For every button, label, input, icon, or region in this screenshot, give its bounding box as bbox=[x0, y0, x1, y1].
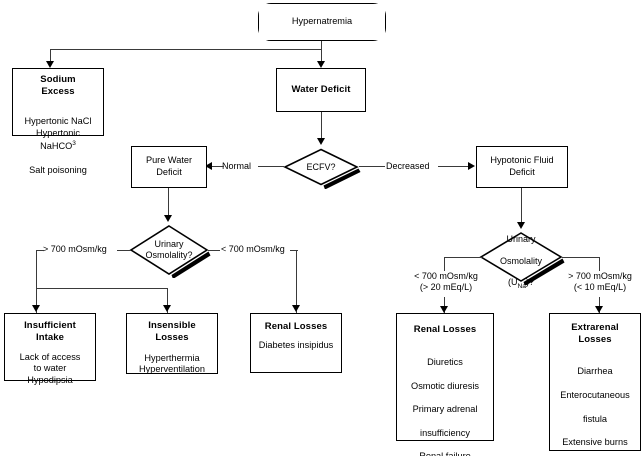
connector-uosm-left-gt700-drop2 bbox=[167, 288, 169, 313]
arrowhead-sodium-excess bbox=[46, 61, 54, 68]
arrowhead-insensible-losses bbox=[163, 305, 171, 312]
node-insensible-losses: Insensible Losses Hyperthermia Hypervent… bbox=[126, 313, 221, 377]
connector-uosm-right-lt700-drop2 bbox=[444, 297, 446, 313]
node-hypernatremia-label: Hypernatremia bbox=[291, 16, 353, 27]
decision-urinary-osmolality-right: Urinary Osmolality (UNa)? bbox=[477, 229, 565, 291]
arrowhead-uosm-right bbox=[517, 222, 525, 229]
edge-label-lt700-left: < 700 mOsm/kg bbox=[220, 244, 286, 256]
node-water-deficit-title: Water Deficit bbox=[291, 83, 351, 95]
arrowhead-hypotonic-fluid-deficit bbox=[468, 162, 475, 170]
edge-label-gt700-right: > 700 mOsm/kg (< 10 mEq/L) bbox=[554, 271, 644, 294]
node-renal-losses-right: Renal Losses Diuretics Osmotic diuresis … bbox=[396, 313, 497, 456]
renal-losses-right-line1: Diuretics bbox=[427, 357, 463, 368]
node-renal-losses-right-body: Diuretics Osmotic diuresis Primary adren… bbox=[411, 345, 479, 456]
renal-losses-right-line4: insufficiency bbox=[420, 427, 470, 438]
arrowhead-ecfv bbox=[317, 138, 325, 145]
node-insensible-losses-body: Hyperthermia Hyperventilation bbox=[139, 352, 205, 375]
edge-label-normal: Normal bbox=[221, 161, 253, 173]
node-hypotonic-fluid-deficit-label: Hypotonic Fluid Deficit bbox=[490, 155, 554, 177]
connector-uosm-right-lt700-drop1 bbox=[444, 257, 446, 271]
decision-ecfv-label: ECFV? bbox=[306, 161, 336, 172]
node-water-deficit: Water Deficit bbox=[276, 68, 369, 115]
renal-losses-right-line5: Renal failure bbox=[419, 451, 471, 456]
node-pure-water-deficit: Pure Water Deficit bbox=[131, 146, 210, 191]
node-extrarenal-losses-title: Extrarenal Losses bbox=[571, 322, 619, 346]
decision-uosm-right-line3-pre: (U bbox=[507, 277, 518, 288]
arrowhead-pure-water-deficit bbox=[205, 162, 212, 170]
decision-ecfv: ECFV? bbox=[281, 145, 361, 189]
connector-uosm-left-lt700-drop bbox=[296, 250, 298, 313]
connector-hfd-to-uosm-right bbox=[521, 188, 523, 223]
decision-urinary-osmolality-left-label: Urinary Osmolality? bbox=[145, 239, 193, 260]
arrowhead-renal-losses-mid bbox=[292, 305, 300, 312]
connector-uosm-left-lt700-a bbox=[208, 250, 222, 252]
arrowhead-extrarenal-losses bbox=[595, 306, 603, 313]
node-renal-losses-right-title: Renal Losses bbox=[413, 324, 477, 335]
node-sodium-excess-body: Hypertonic NaCl Hypertonic NaHCO3 Salt p… bbox=[25, 105, 92, 177]
edge-label-decreased: Decreased bbox=[385, 161, 431, 173]
node-hypotonic-fluid-deficit: Hypotonic Fluid Deficit bbox=[476, 146, 571, 191]
node-extrarenal-losses: Extrarenal Losses Diarrhea Enterocutaneo… bbox=[549, 313, 644, 454]
node-sodium-excess-title: Sodium Excess bbox=[40, 74, 76, 98]
node-sodium-excess-body-superscript: 3 bbox=[72, 139, 76, 147]
node-extrarenal-losses-body: Diarrhea Enterocutaneous fistula Extensi… bbox=[560, 355, 630, 456]
connector-to-sodium-excess bbox=[50, 49, 52, 62]
arrowhead-uosm-left bbox=[164, 215, 172, 222]
arrowhead-water-deficit bbox=[317, 61, 325, 68]
node-pure-water-deficit-label: Pure Water Deficit bbox=[145, 155, 193, 177]
node-renal-losses-mid-title: Renal Losses bbox=[264, 321, 328, 332]
connector-uosm-left-gt700-drop bbox=[36, 250, 38, 313]
node-insensible-losses-title: Insensible Losses bbox=[148, 320, 196, 344]
connector-uosm-left-gt700-bus bbox=[36, 288, 168, 290]
connector-uosm-left-gt700-b bbox=[36, 250, 44, 252]
connector-ecfv-decreased-b bbox=[438, 166, 470, 168]
decision-urinary-osmolality-right-label: Urinary Osmolality (UNa)? bbox=[477, 229, 565, 291]
decision-urinary-osmolality-left: Urinary Osmolality? bbox=[127, 222, 211, 278]
connector-root-bus bbox=[50, 49, 322, 51]
renal-losses-right-line2: Osmotic diuresis bbox=[411, 380, 479, 391]
decision-uosm-right-subscript: Na bbox=[517, 283, 527, 291]
connector-uosm-right-gt700 bbox=[562, 257, 600, 259]
decision-uosm-right-line2: Osmolality bbox=[499, 255, 542, 266]
node-renal-losses-mid-body: Diabetes insipidus bbox=[258, 340, 334, 351]
extrarenal-losses-line4: Extensive burns bbox=[562, 437, 628, 448]
decision-urinary-osmolality-left-shape bbox=[129, 225, 211, 278]
node-insufficient-intake-title: Insufficient Intake bbox=[24, 320, 76, 344]
arrowhead-renal-losses-right bbox=[440, 306, 448, 313]
node-sodium-excess-body-main: Hypertonic NaCl Hypertonic NaHCO bbox=[24, 116, 92, 152]
connector-uosm-right-lt700 bbox=[444, 257, 482, 259]
edge-label-gt700-left: > 700 mOsm/kg bbox=[42, 244, 108, 256]
node-renal-losses-mid: Renal Losses Diabetes insipidus bbox=[250, 313, 345, 376]
decision-urinary-osmolality-right-shape bbox=[479, 232, 565, 285]
renal-losses-right-line3: Primary adrenal bbox=[412, 404, 478, 415]
connector-waterdeficit-to-ecfv bbox=[321, 112, 323, 139]
node-sodium-excess: Sodium Excess Hypertonic NaCl Hypertonic… bbox=[12, 68, 107, 175]
connector-pwd-to-uosm-left bbox=[168, 188, 170, 216]
connector-ecfv-decreased-a bbox=[359, 166, 385, 168]
extrarenal-losses-line3: fistula bbox=[582, 413, 607, 424]
node-insufficient-intake: Insufficient Intake Lack of access to wa… bbox=[4, 313, 99, 385]
connector-root-stem bbox=[321, 41, 323, 50]
connector-to-water-deficit bbox=[321, 49, 323, 62]
extrarenal-losses-line1: Diarrhea bbox=[577, 366, 613, 377]
connector-ecfv-normal-a bbox=[258, 166, 284, 168]
connector-ecfv-normal-b bbox=[212, 166, 224, 168]
node-sodium-excess-body-tail: Salt poisoning bbox=[29, 164, 87, 175]
connector-uosm-right-gt700-drop1 bbox=[599, 257, 601, 271]
connector-uosm-left-gt700-a bbox=[117, 250, 131, 252]
decision-uosm-right-line3-post: )? bbox=[526, 277, 535, 288]
connector-uosm-left-lt700-b bbox=[290, 250, 298, 252]
node-hypernatremia: Hypernatremia bbox=[258, 3, 389, 44]
decision-uosm-right-line1: Urinary bbox=[506, 233, 536, 244]
node-insufficient-intake-body: Lack of access to water Hypodipsia bbox=[19, 351, 81, 386]
connector-uosm-right-gt700-drop2 bbox=[599, 297, 601, 313]
decision-ecfv-shape bbox=[283, 148, 361, 189]
edge-label-lt700-right: < 700 mOsm/kg (> 20 mEq/L) bbox=[400, 271, 492, 294]
extrarenal-losses-line2: Enterocutaneous bbox=[560, 389, 630, 400]
arrowhead-insufficient-intake bbox=[32, 305, 40, 312]
